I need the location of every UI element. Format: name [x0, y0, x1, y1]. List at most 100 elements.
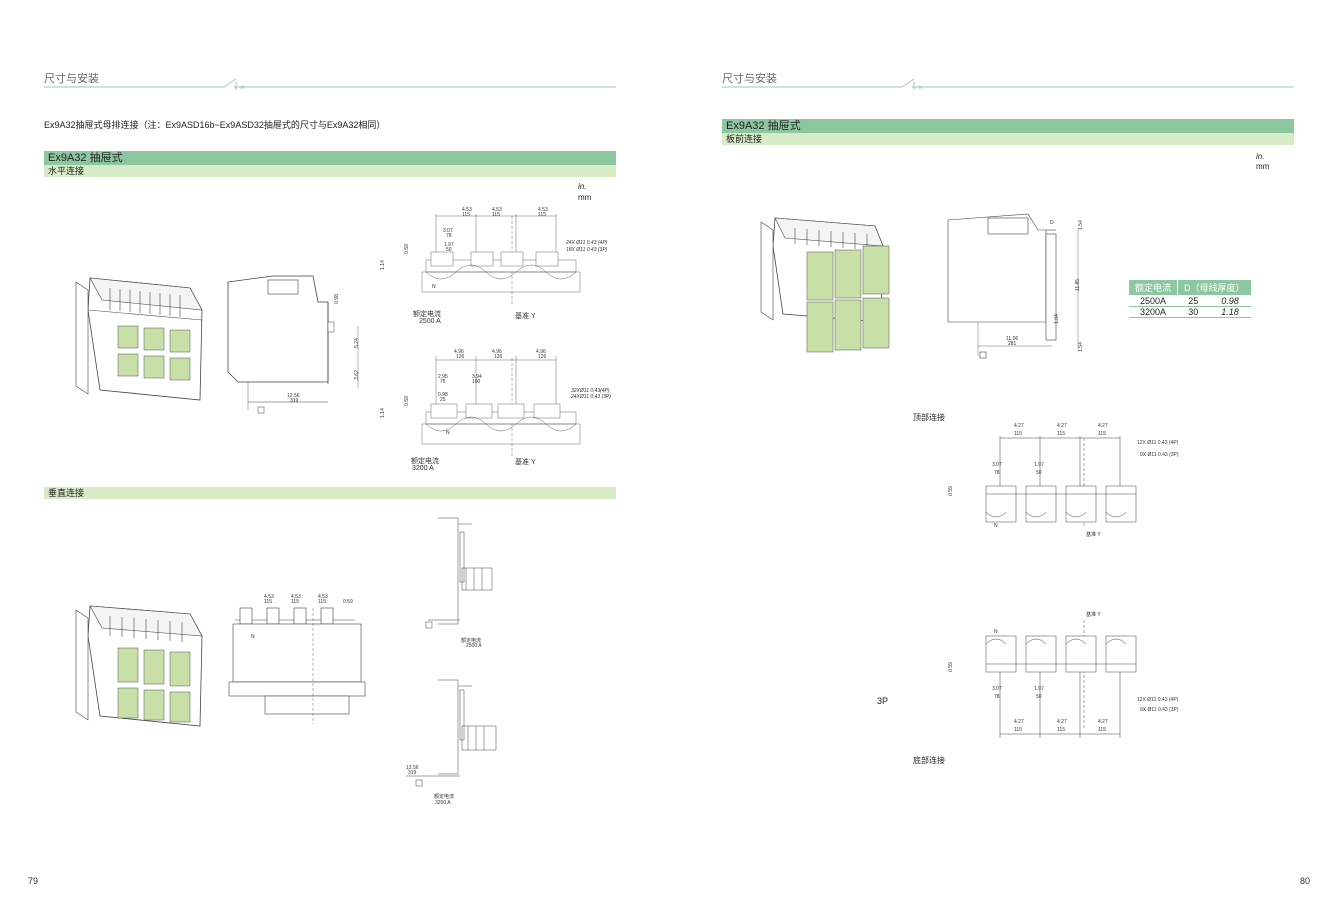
top-d2-mm: 115: [1098, 431, 1106, 437]
bottom-inner0-in: 3.07: [992, 686, 1002, 692]
bottom-hole1: 9X Ø11 0.43 (3P): [1140, 707, 1179, 713]
top-d1-in: 4.27: [1057, 423, 1067, 429]
top-d0-in: 4.27: [1014, 423, 1024, 429]
side-dim0-in: 11.06: [1006, 336, 1019, 342]
top-hole1: 9X Ø11 0.43 (3P): [1140, 452, 1179, 458]
top-inner1-in: 1.97: [1034, 462, 1044, 468]
left-intro: Ex9A32抽屉式母排连接（注：Ex9ASD16b~Ex9ASD32抽屉式的尺寸…: [44, 120, 386, 130]
bottom-inner1-mm: 50: [1036, 694, 1042, 700]
h-top-hole1: 18X Ø11 0.43 (3P): [566, 247, 608, 253]
h-bot-inner1-mm: 100: [472, 379, 481, 385]
h-bot-d0-in: 4.96: [454, 349, 464, 355]
vertical-2500a-drawing: [425, 517, 493, 629]
bottom-inner0-mm: 78: [994, 694, 1000, 700]
v-bot-rated-label: 额定电流: [434, 794, 455, 800]
h-top-d1-in: 4.53: [492, 207, 502, 213]
h-bot-d1-in: 4.96: [492, 349, 502, 355]
busbar-table: 额定电流 D（母线厚度） 2500A 25 0.98 3200A 30 1.18: [1127, 279, 1252, 318]
bottom-d1-in: 4.27: [1057, 719, 1067, 725]
left-sub-horizontal: 水平连接: [44, 165, 616, 177]
right-page-number: 80: [1300, 876, 1311, 886]
v-bottom-dim-in: 12.56: [406, 765, 419, 771]
h-bot-d2-mm: 126: [538, 354, 547, 360]
h-bot-inner0-mm: 75: [440, 379, 446, 385]
h-top-rated: 2500 A: [419, 318, 441, 325]
side-dim4-in: 1.54: [1077, 342, 1084, 352]
h-bot-left-in: 1.14: [379, 408, 386, 418]
v-bot-rated: 3200 A: [435, 800, 451, 806]
v-bottom-dim-mm: 319: [408, 770, 417, 776]
bottom-d1-mm: 115: [1057, 727, 1065, 733]
side-dim1-in: 1.54: [1077, 220, 1084, 230]
h-top-d1-mm: 115: [492, 212, 500, 218]
h-bot-inner0-in: 2.95: [438, 374, 448, 380]
h-top-inner0-in: 3.07: [443, 228, 453, 234]
v-front-d0-in: 4.53: [264, 594, 274, 600]
bottom-hole0: 12X Ø11 0.43 (4P): [1137, 697, 1179, 703]
top-inner0-mm: 78: [994, 470, 1000, 476]
table-cell: 25: [1177, 295, 1209, 307]
top-ref: 基准 Y: [1086, 532, 1101, 538]
label-3p: 3P: [877, 696, 889, 706]
right-section-title: 尺寸与安装: [722, 73, 777, 85]
side-view-horizontal: [227, 275, 359, 414]
h-bot-inner1-in: 3.94: [472, 374, 482, 380]
side-dim2-in: 11.85: [1075, 278, 1082, 292]
side-dim0-mm: 281: [1008, 341, 1017, 347]
left-header-rule: ×: [44, 78, 616, 92]
h-top-hole0: 24X Ø11 0.43 (4P): [566, 240, 608, 246]
bottom-inner1-in: 1.97: [1034, 686, 1044, 692]
v-front-d2-in: 4.53: [318, 594, 328, 600]
right-sub-front: 板前连接: [722, 133, 1294, 145]
h-bot-hole1: 24XØ11 0.43 (3P): [571, 394, 611, 400]
top-inner0-in: 3.07: [992, 462, 1002, 468]
svg-text:×: ×: [918, 83, 923, 92]
svg-text:×: ×: [240, 83, 245, 92]
left-bar-title: Ex9A32 抽屉式: [44, 151, 616, 165]
right-header-rule: ×: [722, 78, 1294, 92]
vertical-3200a-drawing: [406, 679, 497, 787]
h-top-n: N: [432, 284, 436, 290]
h-bot-rated: 3200 A: [412, 465, 434, 472]
v-front-d1-mm: 115: [291, 599, 299, 605]
bottom-d0-in: 4.27: [1014, 719, 1024, 725]
h-side-dim2: 3.62: [353, 370, 360, 380]
horizontal-3200a-drawing: [421, 356, 581, 456]
h-bot-n: N: [446, 430, 450, 436]
side-view-front: [947, 213, 1079, 359]
horizontal-2500a-drawing: [421, 214, 581, 304]
left-sub-vertical: 垂直连接: [44, 487, 616, 499]
v-front-n: N: [251, 634, 255, 640]
bottom-d2-mm: 115: [1098, 727, 1106, 733]
v-front-d1-in: 4.53: [291, 594, 301, 600]
right-bar-title: Ex9A32 抽屉式: [722, 119, 1294, 133]
table-cell: 30: [1177, 306, 1209, 318]
table-row: 3200A 30 1.18: [1128, 306, 1252, 318]
bottom-n: N: [994, 629, 998, 635]
v-top-rated-label: 额定电流: [461, 638, 482, 644]
h-top-inner1-in: 1.97: [444, 242, 454, 248]
top-inner1-mm: 50: [1036, 470, 1042, 476]
table-row: 2500A 25 0.98: [1128, 295, 1252, 307]
v-front-side-in: 0.59: [343, 599, 353, 605]
left-page-number: 79: [28, 876, 39, 886]
bottom-ref: 基准 Y: [1086, 612, 1101, 618]
h-bot-inner2-in: 0.98: [438, 392, 448, 398]
table-cell: 3200A: [1128, 306, 1178, 318]
h-bot-d0-mm: 126: [456, 354, 465, 360]
h-top-inner1-mm: 50: [446, 247, 452, 253]
h-bot-inner2-mm: 25: [440, 397, 446, 403]
bottom-d2-in: 4.27: [1098, 719, 1108, 725]
v-front-d2-mm: 115: [318, 599, 326, 605]
h-top-left-in: 1.14: [379, 260, 386, 270]
table-cell: 0.98: [1208, 295, 1252, 307]
table-cell: 2500A: [1128, 295, 1178, 307]
h-top-d0-mm: 115: [462, 212, 470, 218]
top-d0-mm: 115: [1014, 431, 1022, 437]
v-top-rated: 2500 A: [466, 643, 482, 649]
h-side-bottom-in: 12.56: [287, 393, 300, 399]
table-header-current: 额定电流: [1127, 279, 1179, 296]
v-front-d0-mm: 115: [264, 599, 272, 605]
h-top-ref: 基准 Y: [515, 313, 536, 320]
breaker-3d-horizontal: [75, 277, 203, 401]
